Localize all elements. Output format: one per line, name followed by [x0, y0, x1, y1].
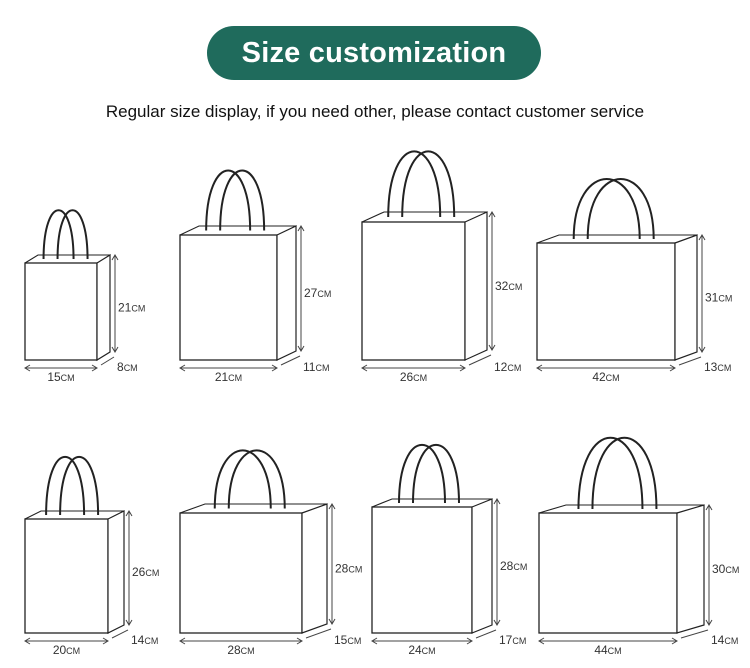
bag-7: 24CM 28CM 17CM — [371, 444, 527, 657]
bag-handle — [227, 449, 286, 509]
depth-label: 15CM — [334, 633, 361, 647]
bag-side — [276, 225, 297, 361]
height-label: 30CM — [712, 562, 739, 576]
bag-top-edge — [536, 234, 697, 244]
bag-front — [24, 518, 109, 634]
bag-top-edge — [179, 503, 327, 514]
width-label: 42CM — [592, 370, 619, 384]
depth-arrow — [475, 629, 497, 639]
width-arrowheads — [361, 364, 466, 372]
height-arrowheads — [328, 503, 336, 625]
depth-label: 14CM — [131, 633, 158, 647]
width-arrowheads — [179, 364, 278, 372]
height-arrowheads — [705, 504, 713, 626]
title-banner: Size customization — [207, 26, 541, 80]
bag-1: 15CM 21CM 8CM — [24, 209, 145, 384]
width-label: 21CM — [215, 370, 242, 384]
bag-side — [96, 253, 111, 362]
bag-side — [464, 211, 488, 361]
height-label: 32CM — [495, 279, 522, 293]
bag-handle — [577, 436, 644, 510]
bag-side — [674, 234, 698, 361]
height-label: 21CM — [118, 301, 145, 315]
width-arrowheads — [371, 637, 473, 645]
depth-label: 17CM — [499, 633, 526, 647]
depth-label: 11CM — [303, 360, 329, 374]
depth-arrow — [468, 354, 492, 366]
page-title: Size customization — [241, 36, 507, 69]
height-label: 28CM — [335, 562, 362, 576]
bag-2: 21CM 27CM 11CM — [179, 169, 331, 384]
bag-handle — [205, 169, 252, 231]
height-label: 26CM — [132, 565, 159, 579]
bag-handle — [42, 209, 75, 260]
bag-4: 42CM 31CM 13CM — [536, 178, 732, 384]
bag-handle — [56, 209, 89, 260]
bag-handle — [59, 455, 100, 516]
bag-handle — [219, 169, 266, 231]
depth-arrow — [111, 629, 129, 639]
bag-handle — [591, 436, 658, 510]
depth-arrow — [100, 356, 115, 366]
bag-top-edge — [538, 504, 704, 514]
bag-side — [471, 498, 493, 634]
depth-arrow — [280, 355, 301, 366]
depth-arrow — [680, 629, 709, 639]
bag-3: 26CM 32CM 12CM — [361, 150, 522, 384]
width-arrowheads — [24, 364, 98, 372]
width-arrowheads — [24, 637, 109, 645]
bag-top-edge — [361, 211, 487, 223]
width-label: 44CM — [594, 643, 621, 657]
depth-label: 12CM — [494, 360, 521, 374]
width-arrowheads — [536, 364, 676, 372]
depth-label: 13CM — [704, 360, 731, 374]
bag-handle — [401, 150, 456, 218]
width-label: 15CM — [47, 370, 74, 384]
bag-front — [179, 512, 303, 634]
bag-front — [361, 221, 466, 361]
bag-handle — [387, 150, 442, 218]
bag-front — [371, 506, 473, 634]
width-label: 28CM — [227, 643, 254, 657]
depth-label: 8CM — [117, 360, 138, 374]
depth-label: 14CM — [711, 633, 738, 647]
bag-front — [536, 242, 676, 361]
width-label: 26CM — [400, 370, 427, 384]
height-label: 31CM — [705, 291, 732, 305]
height-label: 27CM — [304, 286, 331, 300]
height-label: 28CM — [500, 559, 527, 573]
page-subtitle: Regular size display, if you need other,… — [105, 102, 645, 121]
depth-arrow — [678, 356, 702, 366]
height-arrowheads — [297, 225, 305, 352]
height-arrowheads — [488, 211, 496, 351]
bag-side — [107, 510, 125, 634]
bag-6: 28CM 28CM 15CM — [179, 449, 362, 657]
bag-top-edge — [24, 510, 124, 520]
depth-arrow — [305, 628, 332, 639]
height-arrowheads — [493, 498, 501, 626]
bag-handle — [213, 449, 272, 509]
bag-side — [301, 503, 328, 634]
height-arrowheads — [698, 234, 706, 353]
height-arrowheads — [111, 254, 119, 353]
bag-handle — [398, 444, 446, 504]
width-label: 24CM — [408, 643, 435, 657]
width-arrowheads — [538, 637, 678, 645]
bag-front — [538, 512, 678, 634]
width-label: 20CM — [53, 643, 80, 657]
bag-8: 44CM 30CM 14CM — [538, 436, 739, 657]
bag-5: 20CM 26CM 14CM — [24, 455, 159, 657]
bag-handle — [45, 455, 86, 516]
bag-front — [179, 234, 278, 361]
width-arrowheads — [179, 637, 303, 645]
height-arrowheads — [125, 510, 133, 626]
bag-top-edge — [24, 254, 110, 264]
bag-handle — [572, 178, 641, 240]
bag-side — [676, 504, 705, 634]
bag-handle — [586, 178, 655, 240]
bag-handle — [412, 444, 460, 504]
bag-front — [24, 262, 98, 361]
